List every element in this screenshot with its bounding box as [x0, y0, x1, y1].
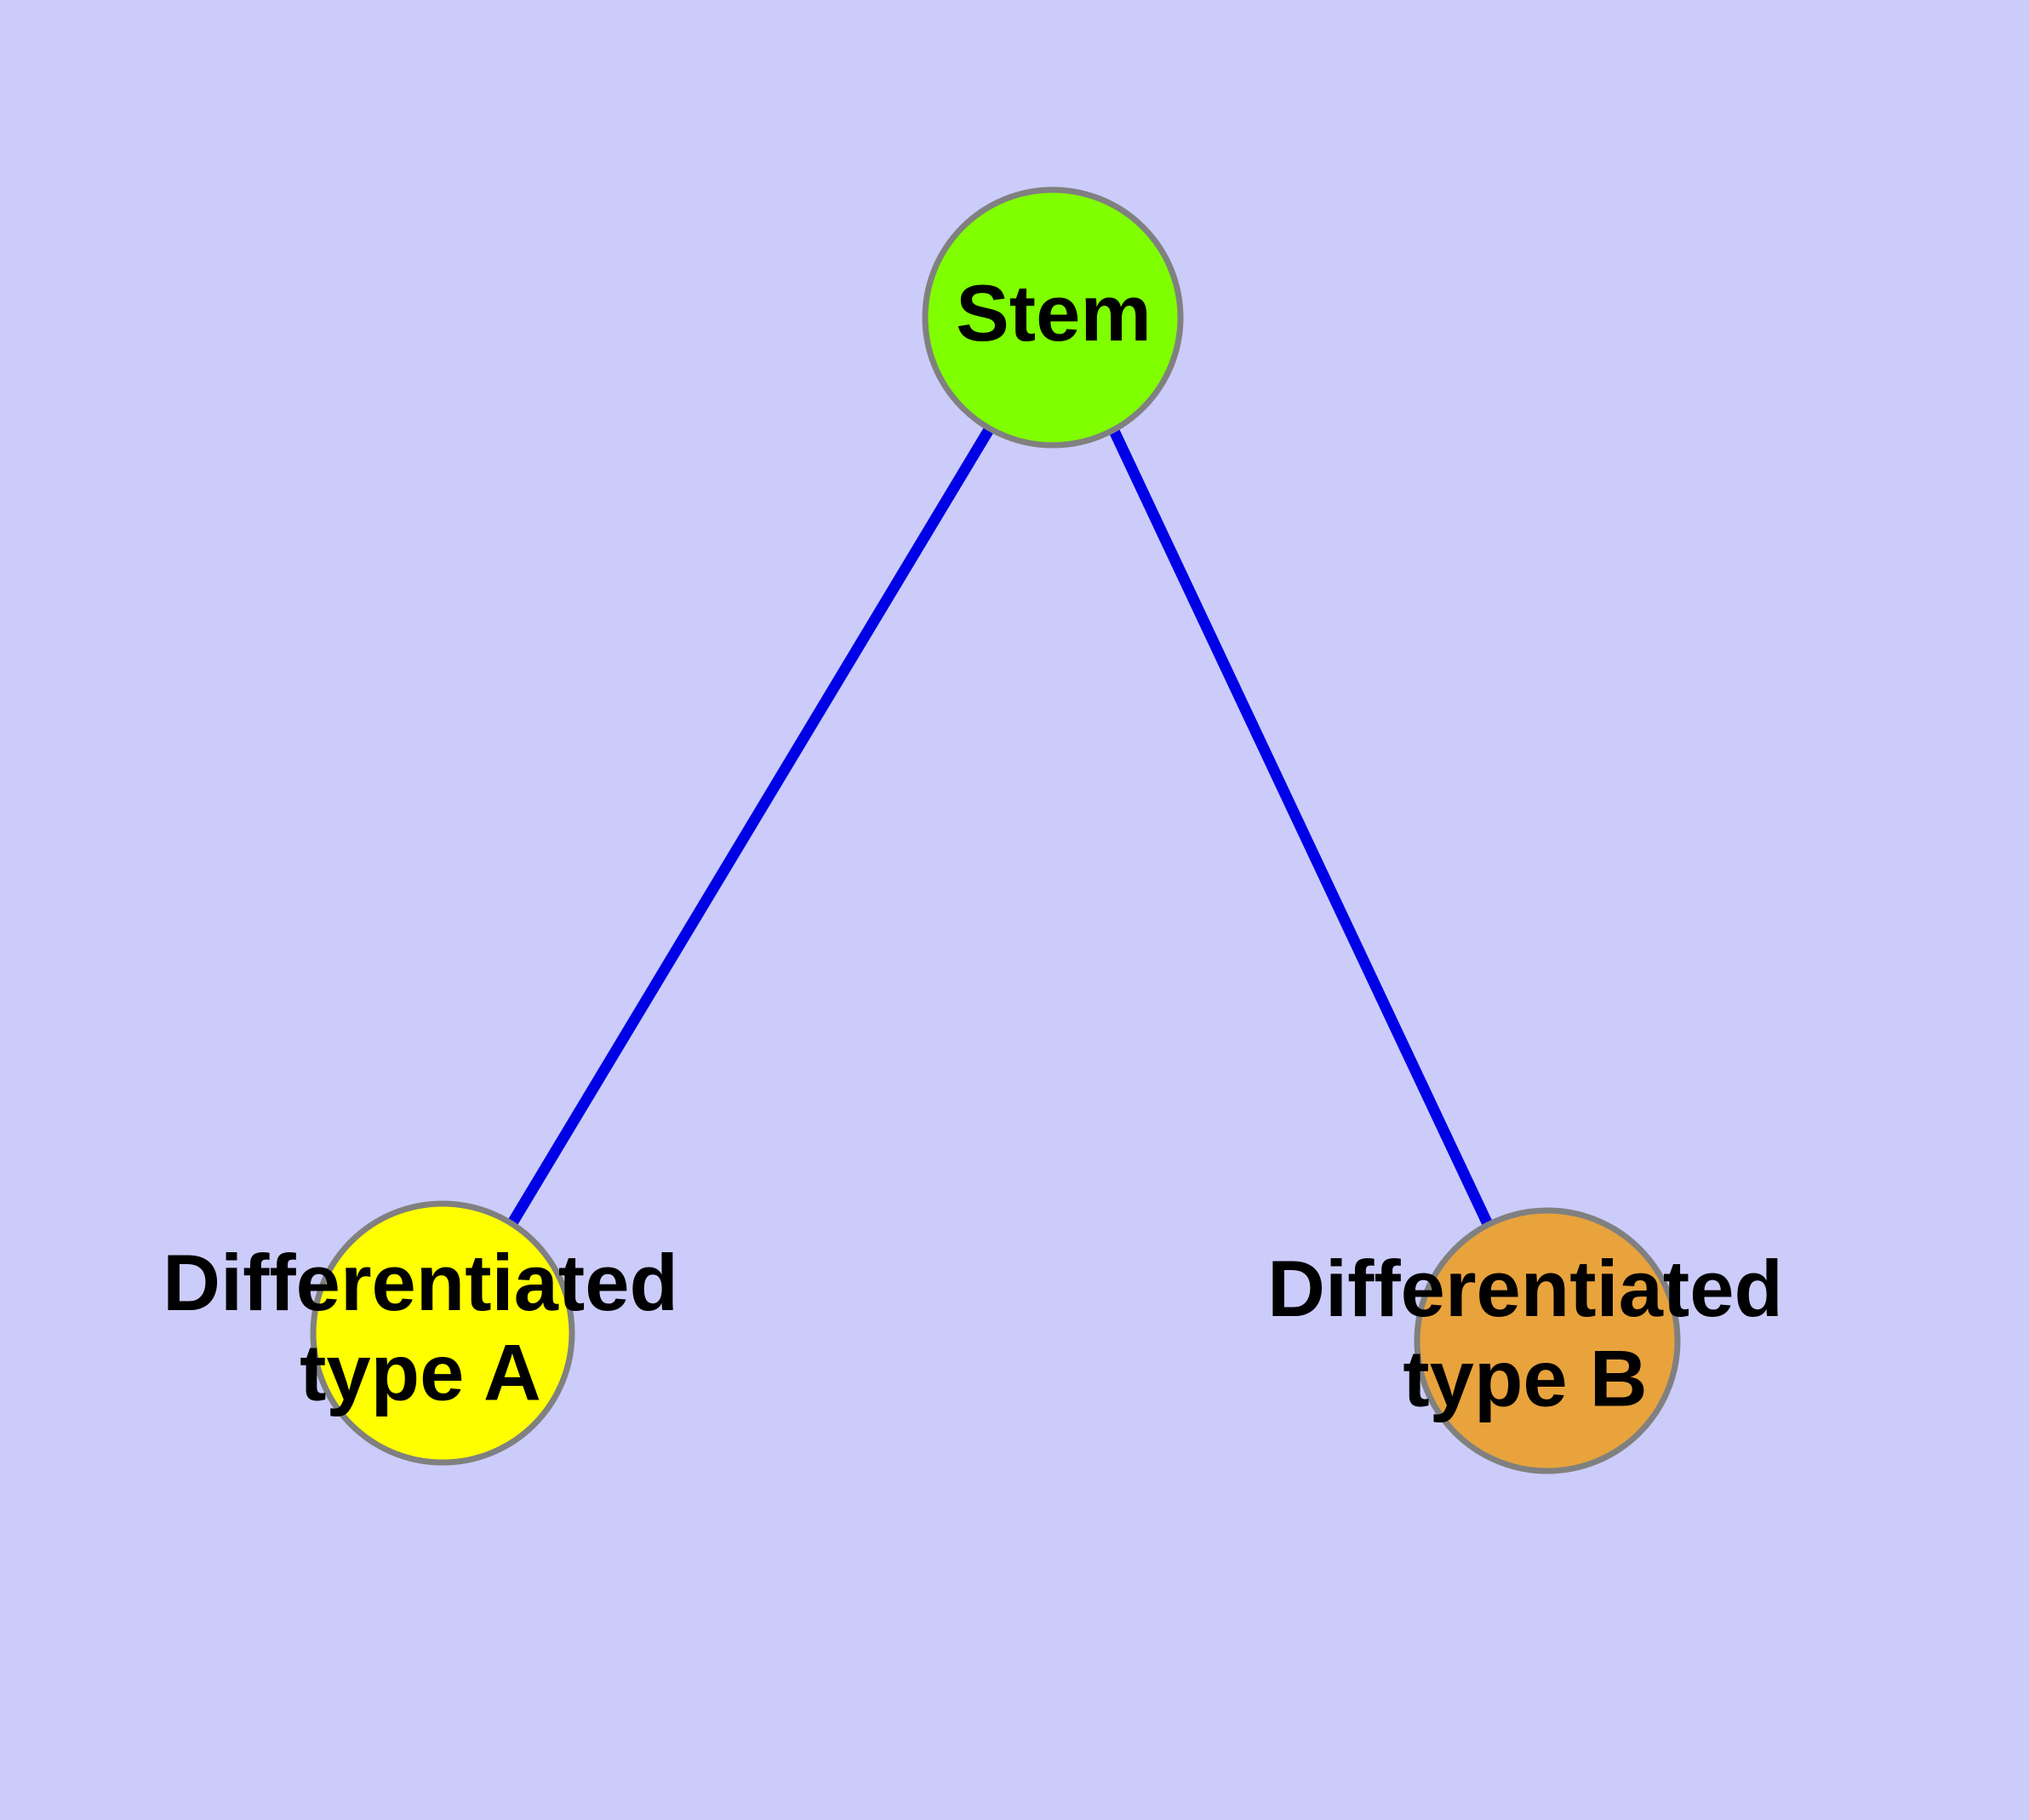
node-label-line: type B: [1403, 1333, 1647, 1422]
node-differentiated-type-b-circle[interactable]: [1414, 1207, 1681, 1474]
edges-group: [508, 425, 1493, 1227]
node-label-stem: Stem: [956, 268, 1152, 358]
node-label-line: Stem: [956, 268, 1152, 358]
node-label-line: type A: [300, 1327, 541, 1417]
node-label-line: Differentiated: [1267, 1244, 1783, 1333]
node-differentiated-type-b[interactable]: [1414, 1207, 1681, 1474]
node-differentiated-type-a-circle[interactable]: [310, 1200, 575, 1466]
node-differentiated-type-a[interactable]: [310, 1200, 575, 1466]
edge-stem-to-differentiated-type-b[interactable]: [1108, 426, 1493, 1227]
node-stem-circle[interactable]: [922, 186, 1184, 449]
nodes-group: [310, 186, 1681, 1474]
node-label-line: Differentiated: [163, 1238, 678, 1327]
node-stem[interactable]: [922, 186, 1184, 449]
edge-stem-to-differentiated-type-a[interactable]: [508, 425, 995, 1225]
